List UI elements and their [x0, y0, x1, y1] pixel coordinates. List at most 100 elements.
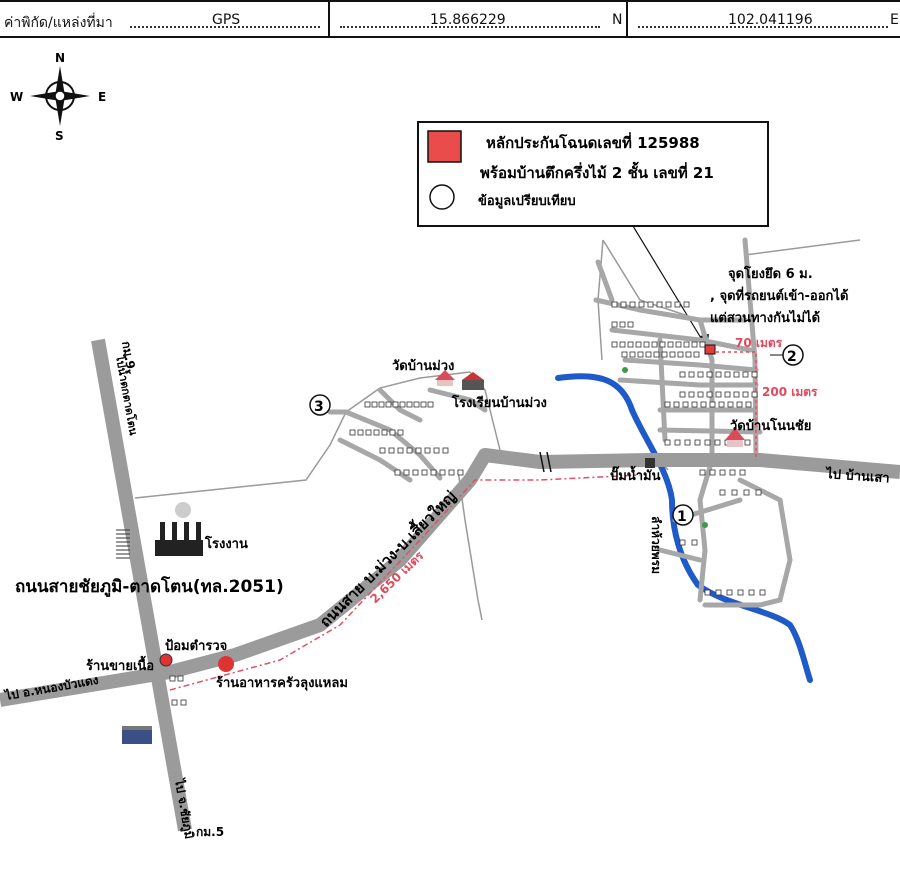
- house-footprint: [629, 351, 636, 358]
- coord-label: ค่าพิกัด/แหล่งที่มา: [4, 15, 113, 31]
- house-footprint: [743, 489, 750, 496]
- collateral-legend-line1: หลักประกันโฉนดเลขที่ 125988: [486, 132, 700, 152]
- label-school-ban-muang: โรงเรียนบ้านม่วง: [451, 394, 547, 411]
- house-footprint: [748, 589, 755, 596]
- comparison-marker-2: 2: [770, 344, 804, 366]
- house-footprint: [704, 589, 711, 596]
- latitude-cell: 15.866229 N: [328, 0, 628, 38]
- compass-s: S: [55, 129, 64, 143]
- house-footprint: [653, 351, 660, 358]
- latitude-dir: N: [612, 12, 623, 28]
- coordinate-header: ค่าพิกัด/แหล่งที่มา GPS 15.866229 N 102.…: [0, 0, 900, 40]
- house-footprint: [737, 589, 744, 596]
- house-footprint: [688, 391, 695, 398]
- house-footprint: [704, 439, 711, 446]
- house-footprint: [661, 351, 668, 358]
- label-factory: โรงงาน: [204, 535, 248, 552]
- house-footprint: [744, 439, 751, 446]
- house-footprint: [688, 371, 695, 378]
- house-footprint: [664, 439, 671, 446]
- house-footprint: [718, 401, 725, 408]
- main-roads: [0, 338, 900, 832]
- house-footprint: [397, 429, 404, 436]
- house-footprint: [693, 351, 700, 358]
- house-footprint: [691, 539, 698, 546]
- note-access-2: , จุดที่รถยนต์เข้า-ออกได้: [710, 286, 848, 304]
- house-footprint: [403, 469, 410, 476]
- house-footprint: [619, 341, 626, 348]
- house-footprint: [442, 447, 449, 454]
- house-footprint: [714, 439, 721, 446]
- label-highway: ถนนสายชัยภูมิ-ตาดโตน(ทล.2051): [15, 576, 284, 598]
- house-footprint: [392, 401, 399, 408]
- restaurant-icon: [218, 656, 234, 672]
- temple-icon-non-chai: [725, 428, 745, 447]
- house-footprint: [171, 699, 178, 706]
- house-footprint: [664, 401, 671, 408]
- house-footprint: [679, 371, 686, 378]
- house-footprint: [439, 469, 446, 476]
- note-access-3: แต่สวนทางกันไม่ได้: [710, 309, 820, 326]
- house-footprint: [394, 469, 401, 476]
- label-wat-ban-non-chai: วัดบ้านโนนชัย: [730, 417, 811, 434]
- house-footprint: [611, 301, 618, 308]
- house-footprint: [739, 469, 746, 476]
- location-map: N S W E หลักประกันโฉนดเลขที่ 125988 พร้อ…: [0, 51, 900, 840]
- house-footprint: [719, 469, 726, 476]
- house-footprint: [724, 391, 731, 398]
- house-footprint: [726, 589, 733, 596]
- house-footprint: [659, 341, 666, 348]
- note-access-1: จุดโยงยึด 6 ม.: [728, 265, 813, 282]
- house-footprint: [700, 401, 707, 408]
- house-footprint: [742, 391, 749, 398]
- house-footprint: [719, 489, 726, 496]
- plot-dot-green-1: [622, 367, 628, 373]
- label-road-muang: ถนนสาย บ.ม่วง-บ.เสี้ยวใหญ่: [314, 485, 460, 631]
- hatch-marks: [116, 529, 130, 559]
- label-to-ban-sao: ไป บ้านเสา: [824, 465, 890, 487]
- house-footprint: [715, 371, 722, 378]
- house-footprint: [373, 429, 380, 436]
- factory-icon: [155, 502, 203, 556]
- house-footprint: [365, 429, 372, 436]
- compass-e: E: [98, 90, 106, 104]
- distance-70: 70 เมตร: [735, 336, 783, 350]
- house-footprint: [667, 341, 674, 348]
- house-footprint: [727, 401, 734, 408]
- house-footprint: [755, 489, 762, 496]
- house-footprint: [733, 391, 740, 398]
- collateral-legend-line2: พร้อมบ้านตึกครึ่งไม้ 2 ชั้น เลขที่ 21: [480, 161, 714, 182]
- distance-line-2650: [169, 474, 641, 691]
- house-footprint: [699, 469, 706, 476]
- plot-dot-green-2: [702, 522, 708, 528]
- house-footprint: [638, 301, 645, 308]
- house-footprint: [457, 469, 464, 476]
- label-km5: กม.5: [196, 825, 224, 839]
- longitude-cell: 102.041196 E: [626, 0, 900, 38]
- house-footprint: [629, 301, 636, 308]
- house-footprint: [679, 391, 686, 398]
- house-footprint: [731, 489, 738, 496]
- legend-pointer-line: [632, 225, 708, 349]
- distance-line-70: [716, 351, 757, 370]
- label-stream: ลำห้วยพรม: [649, 516, 663, 574]
- house-footprint: [729, 469, 736, 476]
- house-footprint: [697, 391, 704, 398]
- house-footprint: [683, 341, 690, 348]
- house-footprint: [751, 391, 758, 398]
- house-footprint: [674, 301, 681, 308]
- house-footprint: [388, 447, 395, 454]
- collateral-legend-swatch: [427, 130, 462, 163]
- village-roads: [327, 237, 793, 608]
- house-footprint: [381, 429, 388, 436]
- house-footprint: [420, 401, 427, 408]
- bridge-icon: [539, 451, 552, 473]
- coord-source: GPS: [212, 12, 241, 28]
- house-footprint: [706, 371, 713, 378]
- house-footprint: [421, 469, 428, 476]
- house-footprint: [635, 341, 642, 348]
- comparison-legend-circle: [429, 184, 455, 210]
- comparison-marker-1: 1: [672, 504, 694, 526]
- house-footprint: [715, 589, 722, 596]
- house-footprint: [371, 401, 378, 408]
